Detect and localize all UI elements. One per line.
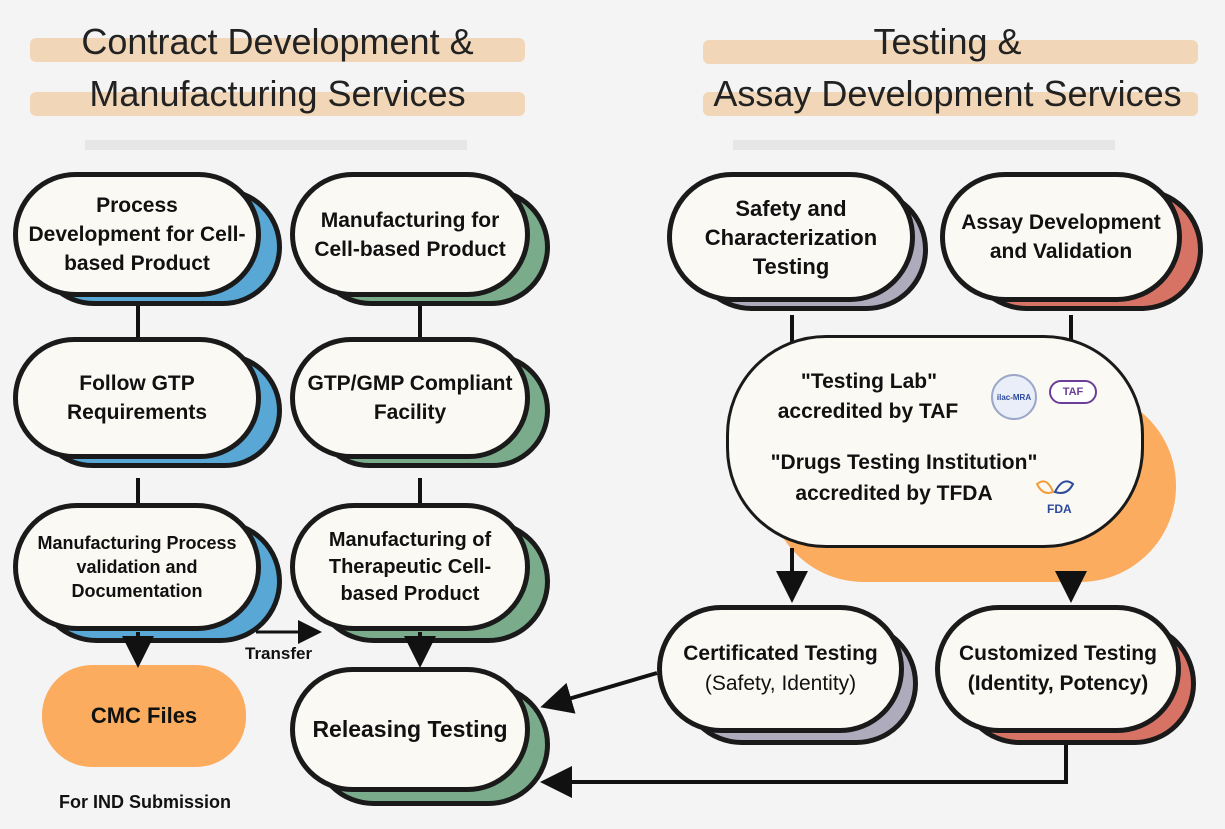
customized-testing-node: Customized Testing (Identity, Potency) (935, 605, 1181, 733)
tfda-butterfly-icon (1033, 478, 1077, 508)
divider (85, 140, 467, 150)
releasing-testing-node: Releasing Testing (290, 667, 530, 792)
therapeutic-manufacturing-node: Manufacturing of Therapeutic Cell-based … (290, 503, 530, 631)
process-validation-node: Manufacturing Process validation and Doc… (13, 503, 261, 631)
accred-line1: "Testing Lab" (800, 370, 938, 393)
customized-testing-title: Customized Testing (959, 642, 1157, 665)
follow-gtp-node: Follow GTP Requirements (13, 337, 261, 459)
title-highlight (30, 38, 525, 62)
accred-line3: "Drugs Testing Institution" (770, 451, 1038, 474)
assay-development-node: Assay Development and Validation (940, 172, 1182, 302)
ind-submission-note: For IND Submission (58, 792, 231, 812)
arrow-customized-to-releasing (540, 745, 1068, 798)
gtp-gmp-facility-node: GTP/GMP Compliant Facility (290, 337, 530, 459)
ilac-mra-logo: ilac-MRA (991, 374, 1037, 420)
connector (418, 300, 422, 340)
arrow-certificated-to-releasing (540, 671, 658, 714)
accred-line2: accredited by TAF (777, 400, 959, 423)
customized-testing-subtitle: (Identity, Potency) (967, 672, 1149, 695)
fda-logo-text: FDA (1047, 502, 1072, 516)
certificated-testing-node: Certificated Testing (Safety, Identity) (657, 605, 904, 733)
process-development-node: Process Development for Cell-based Produ… (13, 172, 261, 297)
right-title-line1: Testing & (873, 21, 1022, 62)
connector (418, 478, 422, 508)
accred-line4: accredited by TFDA (795, 482, 993, 505)
left-title-line1: Contract Development & (81, 21, 474, 62)
manufacturing-node: Manufacturing for Cell-based Product (290, 172, 530, 297)
connector (136, 478, 140, 508)
right-title-line2: Assay Development Services (713, 73, 1182, 114)
divider (733, 140, 1115, 150)
left-title-line2: Manufacturing Services (89, 73, 466, 114)
connector (790, 315, 794, 345)
cmc-files-label: CMC Files (90, 703, 198, 728)
safety-testing-node: Safety and Characterization Testing (667, 172, 915, 302)
ilac-mra-logo-text: ilac-MRA (996, 392, 1032, 402)
certificated-testing-subtitle: (Safety, Identity) (704, 672, 857, 695)
title-highlight (703, 40, 1198, 64)
cmc-files-node: CMC Files (42, 665, 246, 767)
certificated-testing-title: Certificated Testing (683, 642, 878, 665)
taf-logo: TAF (1049, 380, 1097, 404)
title-highlight (30, 92, 525, 116)
connector (1069, 315, 1073, 345)
accreditation-node: "Testing Lab" accredited by TAF ilac-MRA… (726, 335, 1144, 548)
connector (136, 300, 140, 340)
transfer-label: Transfer (245, 644, 313, 663)
title-highlight (703, 92, 1198, 116)
